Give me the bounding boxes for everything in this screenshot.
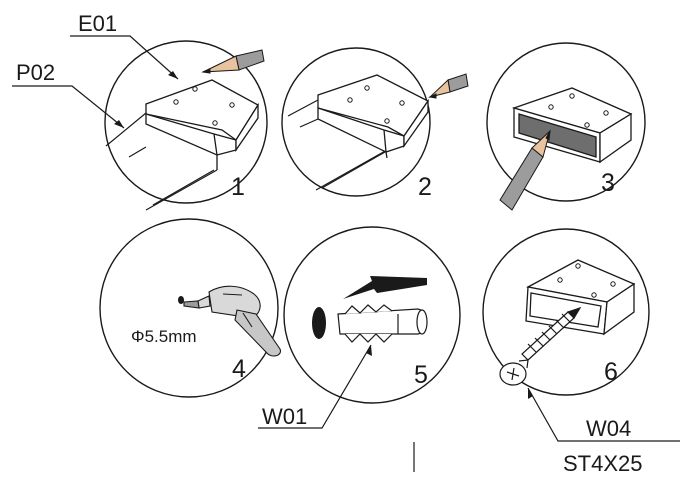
end-cap: [525, 259, 636, 336]
label-p02: P02: [16, 60, 55, 85]
end-cap-dark-face: [511, 87, 633, 164]
drill-size-label: Φ5.5mm: [131, 327, 197, 346]
pencil-icon: [499, 129, 551, 211]
step-5-circle: 5: [283, 226, 461, 404]
wall-hole: [312, 307, 326, 339]
label-e01: E01: [78, 11, 117, 36]
step-number-6: 6: [604, 358, 618, 386]
label-st4x25: ST4X25: [563, 451, 643, 476]
panel: [287, 99, 388, 191]
drill-icon: [183, 285, 282, 357]
label-w04: W04: [586, 416, 631, 441]
step-number-3: 3: [601, 169, 615, 197]
panel-p02: [105, 112, 218, 211]
drill-hole: [178, 296, 184, 304]
end-cap: [317, 74, 429, 159]
step-number-4: 4: [232, 355, 246, 383]
pencil-icon: [428, 73, 469, 99]
anchor-plug-icon: [337, 304, 428, 343]
step-number-1: 1: [231, 173, 245, 201]
callout-arrowheads: [114, 71, 533, 399]
step-number-2: 2: [418, 173, 432, 201]
pencil-icon: [201, 49, 265, 74]
step-2-circle: 2: [281, 47, 469, 201]
cap-holes: [557, 263, 616, 298]
cap-holes: [347, 85, 405, 124]
step-1-circle: 1: [104, 40, 268, 211]
callouts: [12, 35, 680, 472]
step-4-circle: Φ5.5mm 4: [99, 218, 282, 398]
cap-holes: [548, 93, 609, 128]
label-w01: W01: [262, 404, 307, 429]
cap-holes: [173, 86, 235, 126]
step-3-circle: 3: [486, 42, 646, 211]
step-number-5: 5: [414, 361, 428, 389]
arrow-icon: [343, 276, 427, 299]
screw-icon: [499, 306, 582, 386]
step-6-circle: 6: [482, 228, 650, 396]
end-cap-e01: [145, 79, 259, 170]
